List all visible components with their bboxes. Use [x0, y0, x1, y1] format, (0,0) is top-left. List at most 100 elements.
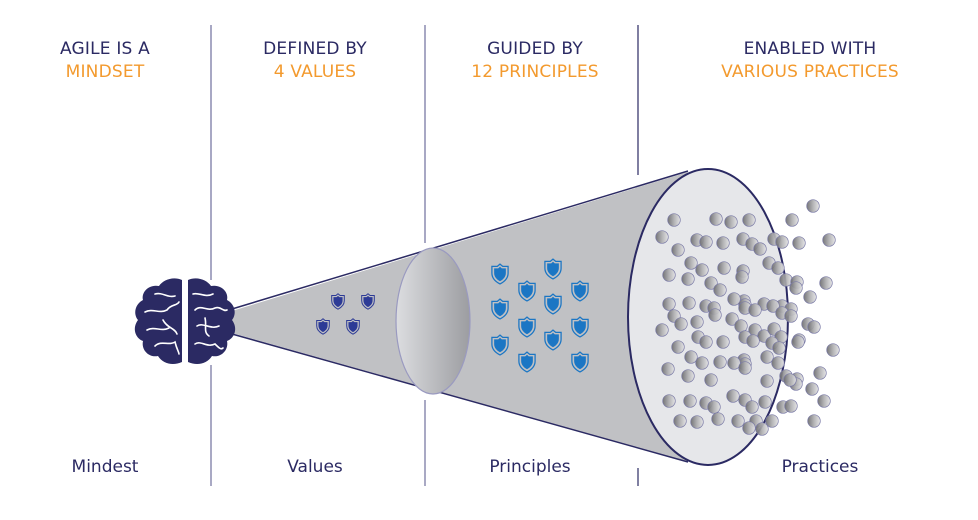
sphere-icon — [725, 312, 739, 326]
sphere-icon — [746, 334, 760, 348]
sphere-icon — [805, 382, 819, 396]
sphere-icon — [662, 268, 676, 282]
sphere-icon — [673, 414, 687, 428]
cone-mid-section — [395, 247, 471, 395]
sphere-icon — [707, 400, 721, 414]
sphere-icon — [742, 213, 756, 227]
sphere-icon — [716, 236, 730, 250]
sphere-icon — [709, 212, 723, 226]
sphere-icon — [716, 335, 730, 349]
sphere-icon — [726, 389, 740, 403]
footer-values: Values — [287, 457, 343, 477]
sphere-icon — [735, 270, 749, 284]
sphere-icon — [727, 292, 741, 306]
sphere-icon — [671, 340, 685, 354]
sphere-icon — [699, 235, 713, 249]
sphere-icon — [695, 356, 709, 370]
sphere-icon — [748, 303, 762, 317]
sphere-icon — [738, 361, 752, 375]
sphere-icon — [760, 350, 774, 364]
practices-spheres — [655, 199, 840, 436]
heading-practices-line1: ENABLED WITH — [743, 39, 877, 59]
sphere-icon — [724, 215, 738, 229]
sphere-icon — [753, 242, 767, 256]
sphere-icon — [745, 400, 759, 414]
sphere-icon — [684, 350, 698, 364]
sphere-icon — [699, 335, 713, 349]
sphere-icon — [806, 199, 820, 213]
sphere-icon — [713, 283, 727, 297]
heading-mindset-line1: AGILE IS A — [60, 39, 150, 59]
sphere-icon — [819, 276, 833, 290]
sphere-icon — [671, 243, 685, 257]
sphere-icon — [775, 235, 789, 249]
cone-top-edge — [231, 170, 689, 310]
heading-principles-line1: GUIDED BY — [487, 39, 583, 59]
sphere-icon — [655, 323, 669, 337]
funnel-cone — [231, 168, 789, 466]
sphere-icon — [783, 373, 797, 387]
sphere-icon — [803, 290, 817, 304]
sphere-icon — [784, 399, 798, 413]
sphere-icon — [791, 335, 805, 349]
sphere-icon — [708, 308, 722, 322]
sphere-icon — [760, 374, 774, 388]
sphere-icon — [690, 315, 704, 329]
sphere-icon — [766, 299, 780, 313]
sphere-icon — [711, 412, 725, 426]
sphere-icon — [655, 230, 669, 244]
brain-icon — [134, 278, 236, 364]
heading-values: DEFINED BY 4 VALUES — [240, 38, 390, 84]
brain-right-hemisphere — [188, 278, 236, 364]
sphere-icon — [683, 394, 697, 408]
sphere-icon — [682, 296, 696, 310]
sphere-icon — [771, 356, 785, 370]
sphere-icon — [681, 272, 695, 286]
sphere-icon — [704, 276, 718, 290]
sphere-icon — [690, 415, 704, 429]
heading-values-line1: DEFINED BY — [263, 39, 367, 59]
sphere-icon — [742, 421, 756, 435]
sphere-icon — [758, 395, 772, 409]
sphere-icon — [792, 236, 806, 250]
sphere-icon — [807, 320, 821, 334]
heading-practices: ENABLED WITH VARIOUS PRACTICES — [660, 38, 960, 84]
heading-practices-line2: VARIOUS PRACTICES — [721, 62, 899, 82]
sphere-icon — [684, 256, 698, 270]
sphere-icon — [785, 213, 799, 227]
sphere-icon — [771, 261, 785, 275]
sphere-icon — [826, 343, 840, 357]
sphere-icon — [713, 355, 727, 369]
sphere-icon — [667, 213, 681, 227]
sphere-icon — [813, 366, 827, 380]
footer-practices: Practices — [781, 457, 859, 477]
sphere-icon — [674, 317, 688, 331]
brain-left-hemisphere — [134, 278, 182, 364]
brain-folds — [144, 292, 228, 355]
heading-principles: GUIDED BY 12 PRINCIPLES — [445, 38, 625, 84]
sphere-icon — [727, 356, 741, 370]
sphere-icon — [704, 373, 718, 387]
sphere-icon — [789, 281, 803, 295]
sphere-icon — [661, 362, 675, 376]
sphere-icon — [755, 422, 769, 436]
heading-principles-line2: 12 PRINCIPLES — [471, 62, 599, 82]
sphere-icon — [717, 261, 731, 275]
sphere-icon — [772, 341, 786, 355]
heading-values-line2: 4 VALUES — [273, 62, 357, 82]
cone-bottom-edge — [231, 333, 689, 463]
sphere-icon — [784, 309, 798, 323]
sphere-icon — [822, 233, 836, 247]
sphere-icon — [817, 394, 831, 408]
sphere-icon — [695, 263, 709, 277]
cone-open-face — [627, 168, 789, 466]
heading-mindset-line2: MINDSET — [65, 62, 145, 82]
sphere-icon — [807, 414, 821, 428]
footer-principles: Principles — [489, 457, 571, 477]
sphere-icon — [765, 414, 779, 428]
column-dividers — [210, 25, 639, 486]
footer-mindset: Mindest — [71, 457, 139, 477]
sphere-icon — [662, 297, 676, 311]
sphere-icon — [662, 394, 676, 408]
